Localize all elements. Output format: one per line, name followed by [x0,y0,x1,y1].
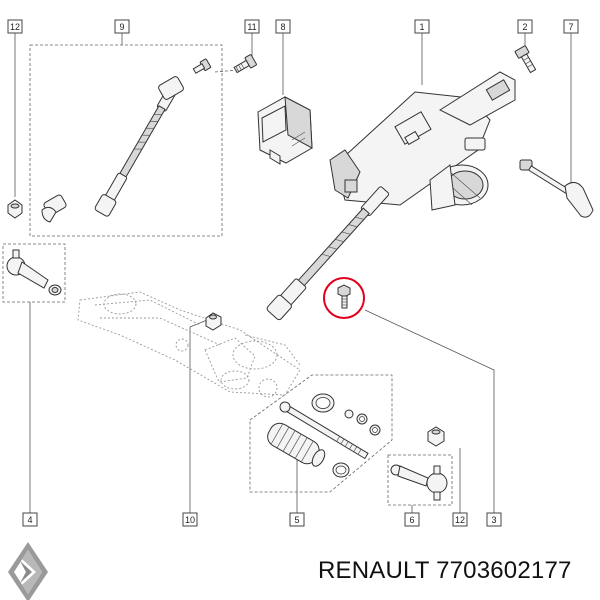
callout-11: 11 [244,19,260,34]
group-box-tie-rod-end-left [2,243,66,303]
svg-text:12: 12 [10,22,20,32]
svg-text:5: 5 [294,515,299,525]
svg-text:6: 6 [409,515,414,525]
svg-text:3: 3 [491,515,496,525]
callout-12-bottom-right: 12 [452,512,468,527]
callout-12-top-left: 12 [7,19,23,34]
highlight-circle [323,277,365,319]
highlighted-screw-part [323,277,365,319]
svg-text:12: 12 [455,515,465,525]
svg-text:1: 1 [419,22,424,32]
steering-rack-ghost [77,291,301,398]
svg-text:2: 2 [522,22,527,32]
callout-10: 10 [182,512,198,527]
bolt-part [233,54,257,74]
callout-6: 6 [404,512,420,527]
svg-text:9: 9 [119,22,124,32]
callout-3: 3 [486,512,502,527]
small-bolt-part [192,58,212,74]
rack-boot-kit-part [267,393,381,478]
svg-text:10: 10 [185,515,195,525]
renault-logo-icon [8,542,48,600]
callout-4: 4 [22,512,38,527]
intermediate-shaft-part [41,76,184,223]
svg-text:4: 4 [27,515,32,525]
callout-9: 9 [114,19,130,34]
svg-text:8: 8 [280,22,285,32]
adjustment-lever-part [519,159,594,218]
tie-rod-end-left-part [6,249,62,296]
svg-text:7: 7 [568,22,573,32]
callout-1: 1 [414,19,430,34]
callout-2: 2 [517,19,533,34]
part-number-caption: RENAULT 7703602177 [318,557,572,584]
callout-5: 5 [289,512,305,527]
leader-lines [14,33,572,513]
column-bolt-part [514,45,537,74]
callout-7: 7 [563,19,579,34]
nut-part-right [427,426,445,447]
steering-column-part [266,71,516,321]
svg-text:11: 11 [247,22,256,32]
nut-part-rack [205,312,222,331]
group-box-tie-rod-end-right [387,454,453,506]
group-box-rack-boot-kit [249,374,393,493]
nut-part-left [7,199,23,219]
callout-8: 8 [275,19,291,34]
tie-rod-end-right-part [390,464,448,501]
ecu-module-part [257,96,313,165]
group-box-intermediate-shaft [29,44,223,237]
